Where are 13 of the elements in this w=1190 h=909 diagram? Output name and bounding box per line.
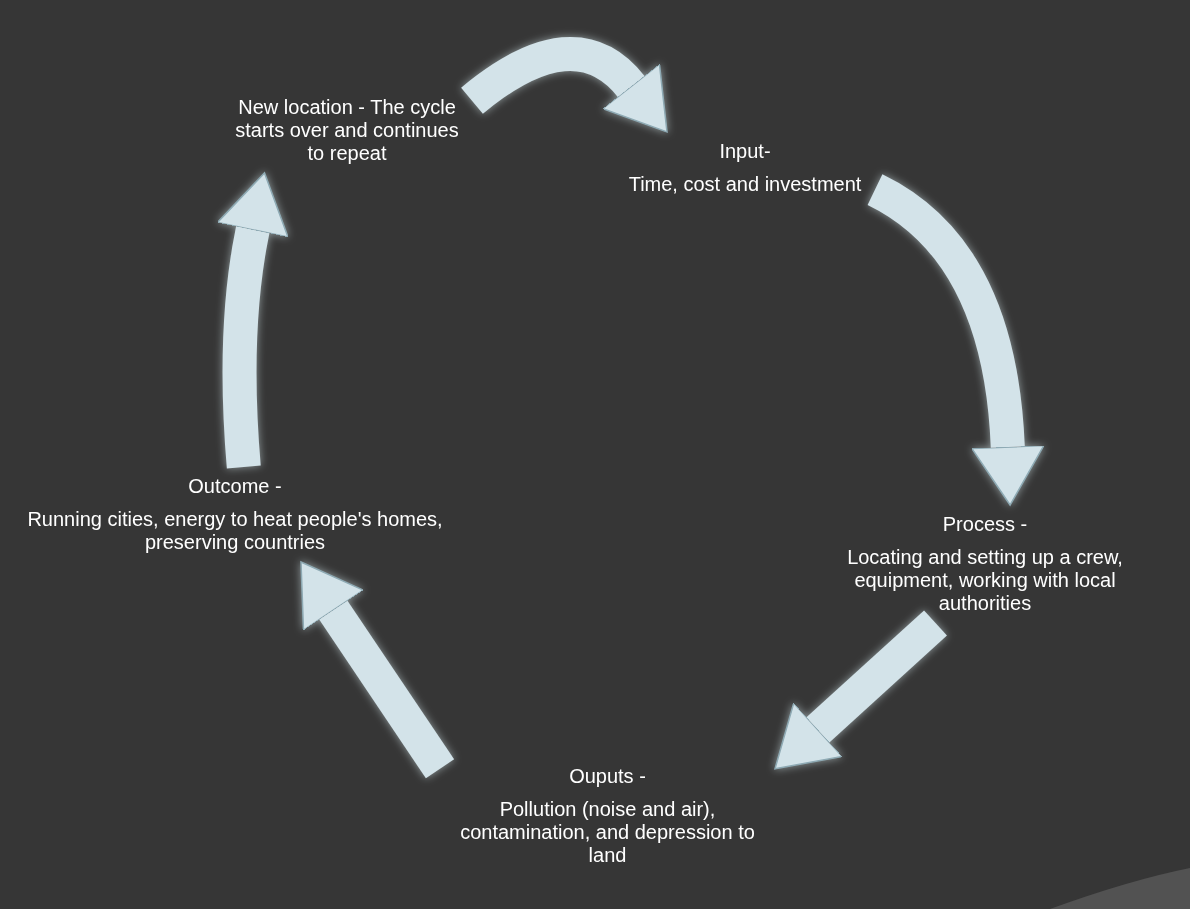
- stage-heading: Outcome -: [188, 475, 282, 498]
- curved-arrow: [300, 561, 455, 779]
- stage-heading: Ouputs -: [569, 765, 646, 788]
- curved-arrow: [216, 172, 289, 469]
- stage-heading: Input-: [719, 140, 771, 163]
- curved-arrow: [461, 37, 671, 131]
- stage-heading: Process -: [942, 513, 1028, 536]
- stage-description: Time, cost and investment: [628, 173, 862, 196]
- stage-description: New location - The cycle starts over and continues to repeat: [234, 96, 460, 165]
- stage-description: Locating and setting up a crew, equipment, working with local authorities: [846, 546, 1124, 615]
- curved-arrow: [774, 610, 947, 770]
- stage-description: Running cities, energy to heat people's homes, preserving countries: [26, 508, 444, 554]
- stage-description: Pollution (noise and air), contamination, and depression to land: [459, 798, 756, 867]
